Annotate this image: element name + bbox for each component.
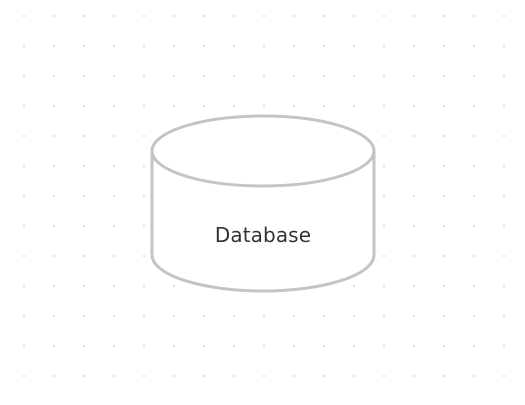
cylinder-body — [150, 151, 376, 293]
database-label[interactable]: Database — [214, 223, 312, 247]
cylinder-top — [150, 114, 376, 188]
